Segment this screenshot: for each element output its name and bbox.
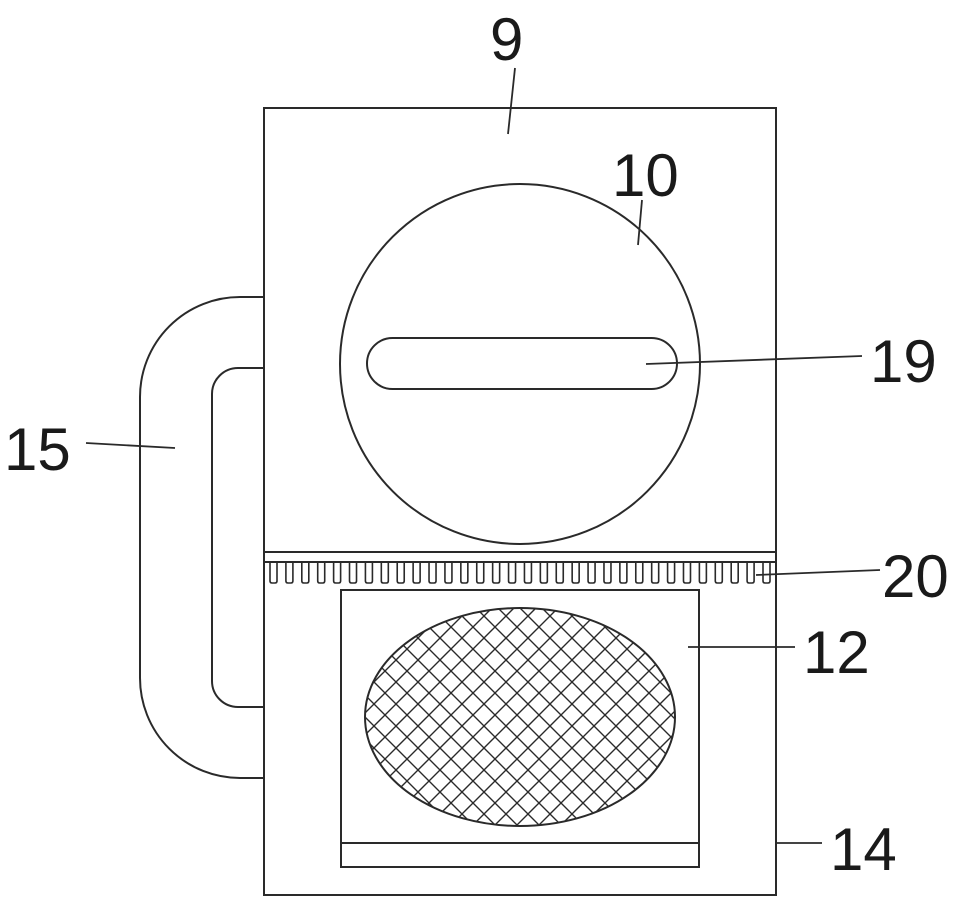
comb-tooth — [460, 562, 469, 584]
label-lower-box: 14 — [830, 816, 897, 883]
handle-outer — [139, 296, 264, 779]
comb-tooth — [571, 562, 580, 584]
label-comb: 20 — [882, 543, 949, 610]
comb-tooth — [555, 562, 565, 584]
comb-tooth — [396, 562, 406, 584]
label-housing: 9 — [490, 6, 523, 73]
comb-tooth — [412, 562, 421, 584]
comb-tooth — [587, 562, 596, 584]
comb-tooth — [269, 562, 278, 584]
handle-inner — [211, 367, 264, 708]
label-handle: 15 — [4, 416, 71, 483]
comb-tooth — [603, 562, 612, 584]
drawer-outline — [340, 589, 700, 868]
leader-housing — [507, 67, 516, 135]
comb-tooth — [698, 562, 708, 584]
housing-outline — [263, 107, 777, 896]
leader-handle — [85, 442, 176, 449]
comb-tooth — [316, 562, 326, 584]
mesh-screen-outline — [364, 607, 676, 827]
comb-tooth — [301, 562, 310, 584]
comb-tooth — [348, 562, 358, 584]
comb-tooth — [364, 562, 374, 584]
label-disc: 10 — [612, 142, 679, 209]
comb-tooth — [444, 562, 453, 584]
comb-tooth — [491, 562, 501, 584]
leader-disc — [637, 199, 643, 246]
label-slot: 19 — [870, 328, 937, 395]
mesh-screen — [365, 608, 675, 826]
comb-tooth — [380, 562, 390, 584]
comb-tooth — [714, 562, 724, 584]
comb-tooth — [475, 562, 485, 584]
comb-tooth — [682, 562, 692, 584]
comb-tooth — [746, 562, 755, 584]
comb-tooth — [428, 562, 437, 584]
comb-tooth — [523, 562, 533, 584]
comb-tooth — [285, 562, 294, 584]
leader-comb — [755, 569, 881, 576]
comb-tooth — [332, 562, 342, 584]
comb-tooth — [666, 562, 676, 584]
leader-slot — [645, 355, 863, 365]
disc-slot — [366, 337, 678, 390]
comb-tooth — [507, 562, 517, 584]
comb-tooth — [762, 562, 771, 584]
comb-tooth — [634, 562, 644, 584]
comb-tooth — [650, 562, 660, 584]
comb-tooth — [619, 562, 628, 584]
comb-tooth — [539, 562, 549, 584]
comb-tooth — [730, 562, 739, 584]
label-drawer: 12 — [803, 619, 870, 686]
rotating-disc — [339, 183, 701, 545]
comb-teeth — [269, 562, 771, 584]
